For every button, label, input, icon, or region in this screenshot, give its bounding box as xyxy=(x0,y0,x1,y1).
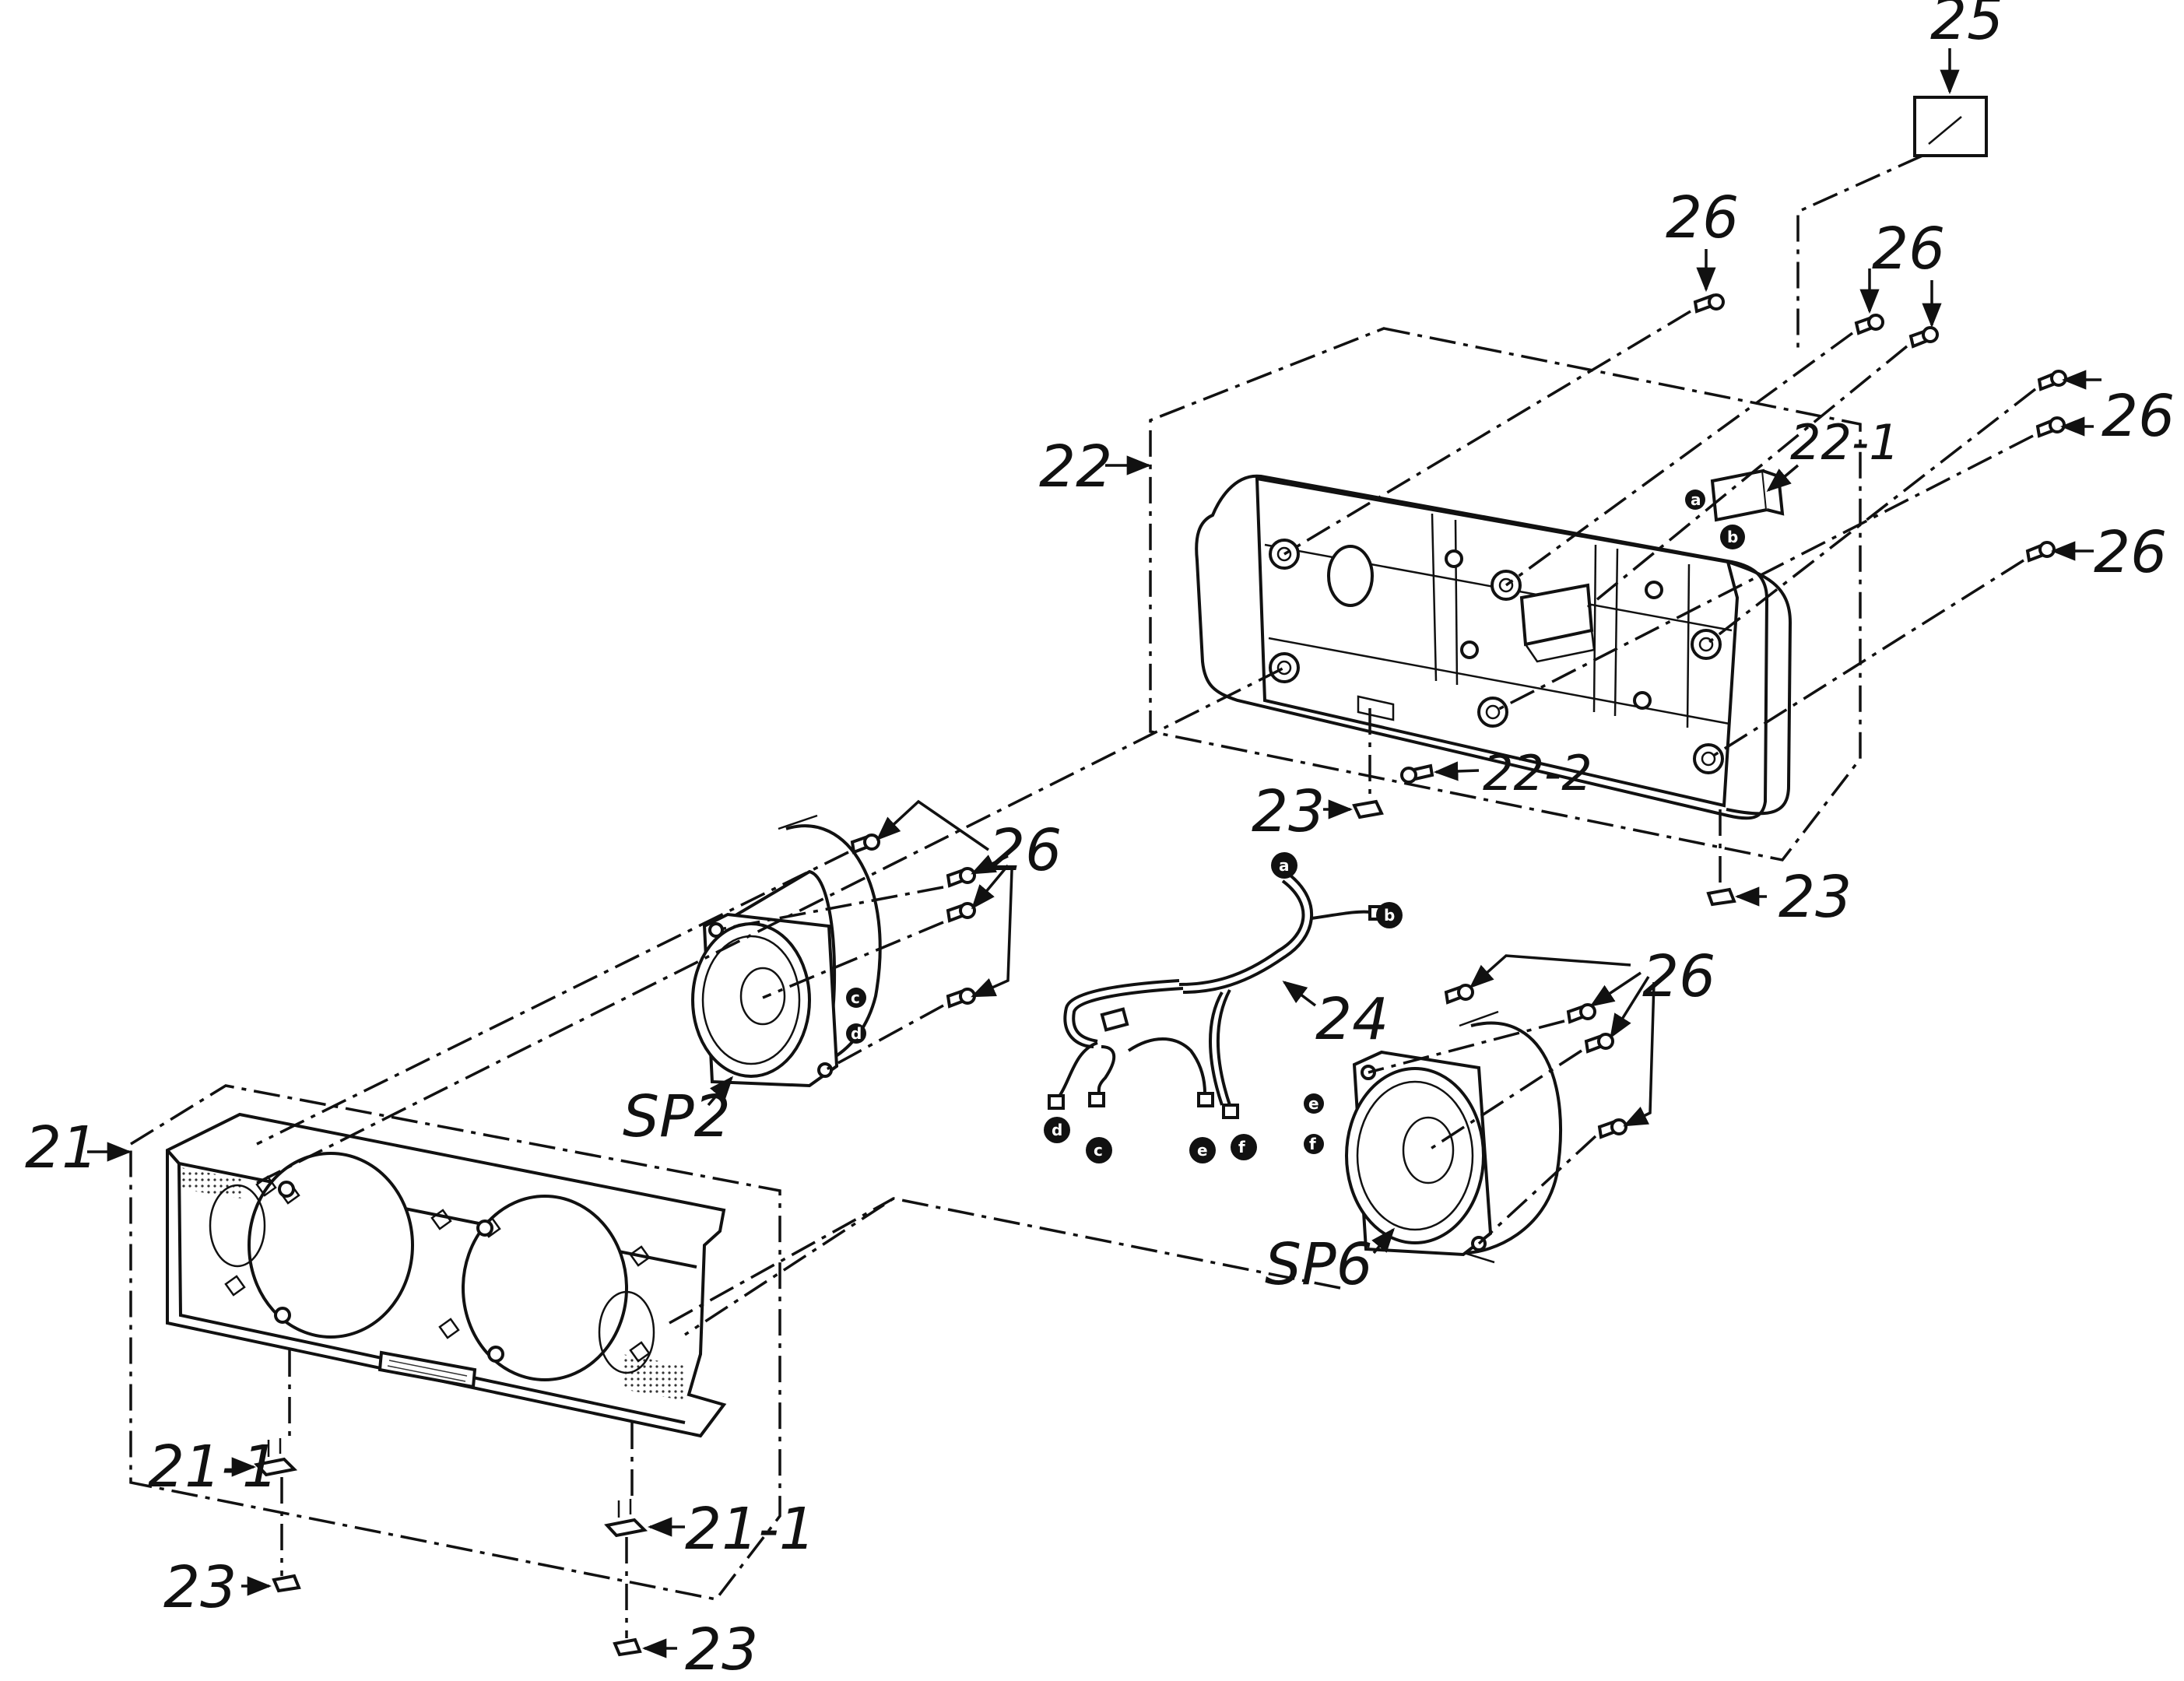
svg-text:a: a xyxy=(1279,856,1290,875)
part-22-2-screw xyxy=(1400,761,1480,784)
callout-22: 22 xyxy=(1039,433,1112,500)
svg-text:d: d xyxy=(851,1024,862,1043)
part-22-rear-cabinet xyxy=(1149,327,1862,862)
part-21-1-foot xyxy=(231,1350,298,1576)
callout-22-1: 22-1 xyxy=(1790,414,1900,471)
svg-text:c: c xyxy=(1094,1141,1103,1160)
callout-26-right-speaker: 26 xyxy=(1642,943,1715,1010)
callout-23-right: 23 xyxy=(1778,864,1852,931)
svg-text:f: f xyxy=(1309,1135,1316,1153)
svg-text:f: f xyxy=(1238,1138,1245,1156)
part-23-foot xyxy=(1706,809,1767,907)
callout-24: 24 xyxy=(1315,986,1389,1053)
svg-text:a: a xyxy=(1691,490,1701,509)
terminal-b-dot xyxy=(1720,525,1745,549)
callout-22-2: 22-2 xyxy=(1483,745,1592,802)
svg-text:b: b xyxy=(1727,528,1738,546)
callout-sp2: SP2 xyxy=(623,1083,731,1150)
callout-21-1-right: 21-1 xyxy=(685,1496,816,1563)
callout-26-left-speaker: 26 xyxy=(988,817,1062,884)
callout-26-top2: 26 xyxy=(1872,216,1945,283)
part-21-front-baffle xyxy=(129,1084,781,1601)
part-22-1-terminal: a b xyxy=(1685,464,1800,549)
part-21-1-foot xyxy=(604,1423,685,1638)
callout-26-right1: 26 xyxy=(2101,383,2175,450)
part-26-screws xyxy=(1283,249,2101,760)
callout-25: 25 xyxy=(1930,0,2003,53)
svg-text:e: e xyxy=(1197,1141,1208,1160)
part-23-foot xyxy=(613,1637,677,1658)
callout-23-mid: 23 xyxy=(1252,778,1325,845)
part-23-foot xyxy=(1323,708,1384,819)
svg-text:c: c xyxy=(851,988,860,1007)
svg-text:b: b xyxy=(1384,906,1395,925)
part-26-screws xyxy=(1368,954,1656,1245)
callout-21: 21 xyxy=(25,1114,98,1181)
part-25-label xyxy=(1796,48,1988,354)
speaker-sp6: e f xyxy=(1304,1010,1563,1264)
callout-23-bl: 23 xyxy=(163,1554,237,1621)
part-26-screws xyxy=(256,799,1013,1146)
callout-23-bm: 23 xyxy=(685,1616,758,1681)
svg-text:e: e xyxy=(1308,1094,1319,1113)
svg-text:d: d xyxy=(1052,1121,1062,1139)
callout-26-right2: 26 xyxy=(2094,519,2167,586)
callout-sp6: SP6 xyxy=(1265,1231,1373,1298)
part-24-wire-harness: a b d c e f xyxy=(1044,852,1403,1163)
part-23-foot xyxy=(241,1574,301,1596)
terminal-a-dot xyxy=(1685,490,1705,510)
callout-21-1-left: 21-1 xyxy=(148,1434,279,1500)
callout-26-top: 26 xyxy=(1666,184,1739,251)
